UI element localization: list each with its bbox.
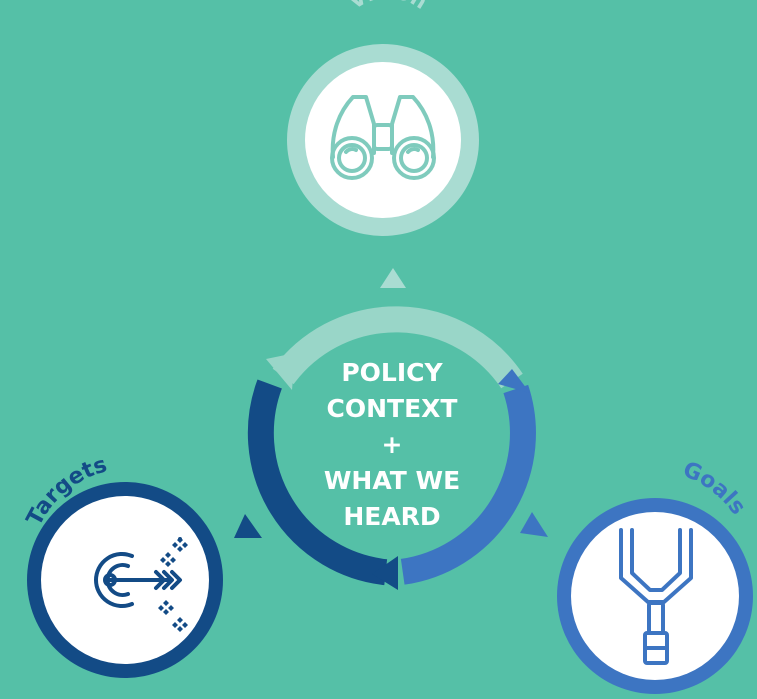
- cycle-ring: [247, 306, 536, 590]
- ring-segment-right: [400, 384, 536, 585]
- goals-node: Goals: [557, 457, 753, 694]
- center-line-2: CONTEXT: [327, 394, 458, 423]
- binoculars-icon: [330, 95, 436, 180]
- pointer-to-goals: [520, 512, 548, 537]
- center-line-1: POLICY: [341, 358, 443, 387]
- vision-node: Vision: [287, 0, 479, 236]
- vision-disc: [305, 62, 461, 218]
- vision-label: Vision: [345, 0, 432, 14]
- center-text: POLICY CONTEXT + WHAT WE HEARD: [324, 358, 460, 531]
- ring-segment-top: [272, 306, 523, 389]
- pointer-to-targets: [234, 514, 262, 538]
- target-arrow-icon: [94, 537, 182, 608]
- center-line-5: HEARD: [343, 502, 440, 531]
- goalpost-icon: [619, 528, 693, 665]
- goals-disc: [571, 512, 739, 680]
- center-line-3: +: [382, 430, 403, 459]
- targets-node: Targets: [22, 452, 223, 678]
- ring-arrowhead-top: [266, 353, 295, 390]
- pointer-to-vision: [380, 268, 406, 288]
- center-line-4: WHAT WE: [324, 466, 460, 495]
- sparkle-dots: [158, 537, 188, 632]
- ring-segment-left: [247, 379, 388, 586]
- ring-arrowhead-right: [498, 369, 530, 393]
- ring-arrowhead-left: [372, 556, 398, 590]
